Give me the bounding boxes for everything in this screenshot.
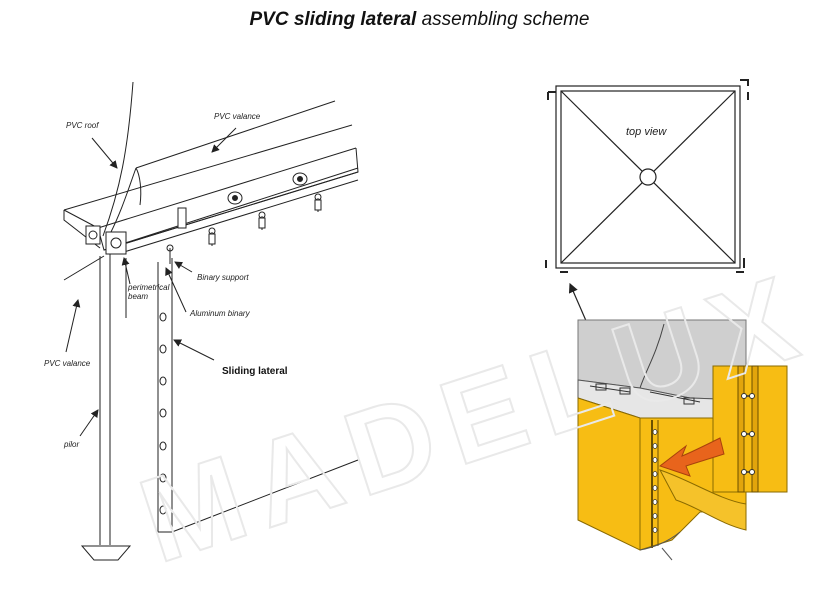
label-binary-support: Binary support <box>197 273 249 282</box>
pvc-roof-curve <box>102 81 134 237</box>
sliding-lateral-bottom <box>171 459 359 533</box>
detail-orange-arrow <box>658 437 725 477</box>
title-rest: assembling scheme <box>416 9 590 30</box>
arrow-perimetrical-beam <box>121 257 131 285</box>
page-title: PVC sliding lateral assembling scheme <box>0 9 839 31</box>
valance-top-line <box>135 100 336 169</box>
detail-fabric-left <box>577 397 641 551</box>
label-top-view: top view <box>626 126 667 138</box>
arrow-sliding-lateral <box>173 339 215 361</box>
arrow-aluminum-binary <box>165 267 187 313</box>
label-pvc-valance-top: PVC valance <box>214 112 261 121</box>
label-pvc-valance-left: PVC valance <box>44 359 91 368</box>
tent-structure-drawing <box>63 81 359 561</box>
title-bold: PVC sliding lateral <box>249 9 417 30</box>
detail-illustration <box>577 319 788 561</box>
arrow-pvc-valance-top <box>211 127 237 153</box>
label-pvc-roof: PVC roof <box>66 121 99 130</box>
top-view-center-hub <box>639 168 657 186</box>
beam-top-edge <box>97 147 357 229</box>
label-perimetrical-beam-2: beam <box>128 292 148 301</box>
pillar-base-plate <box>80 545 132 561</box>
arrow-pilor <box>79 409 99 437</box>
label-pilor: pilor <box>63 440 79 449</box>
label-aluminum-binary: Aluminum binary <box>189 309 251 318</box>
arrow-pvc-valance-left <box>65 299 81 353</box>
top-view-diagram <box>545 79 749 441</box>
label-sliding-lateral: Sliding lateral <box>222 366 288 377</box>
roof-edge-line <box>63 124 353 211</box>
arrow-binary-support <box>174 261 193 273</box>
arrow-pvc-roof <box>91 137 118 169</box>
label-perimetrical-beam-1: perimetrical <box>127 283 170 292</box>
